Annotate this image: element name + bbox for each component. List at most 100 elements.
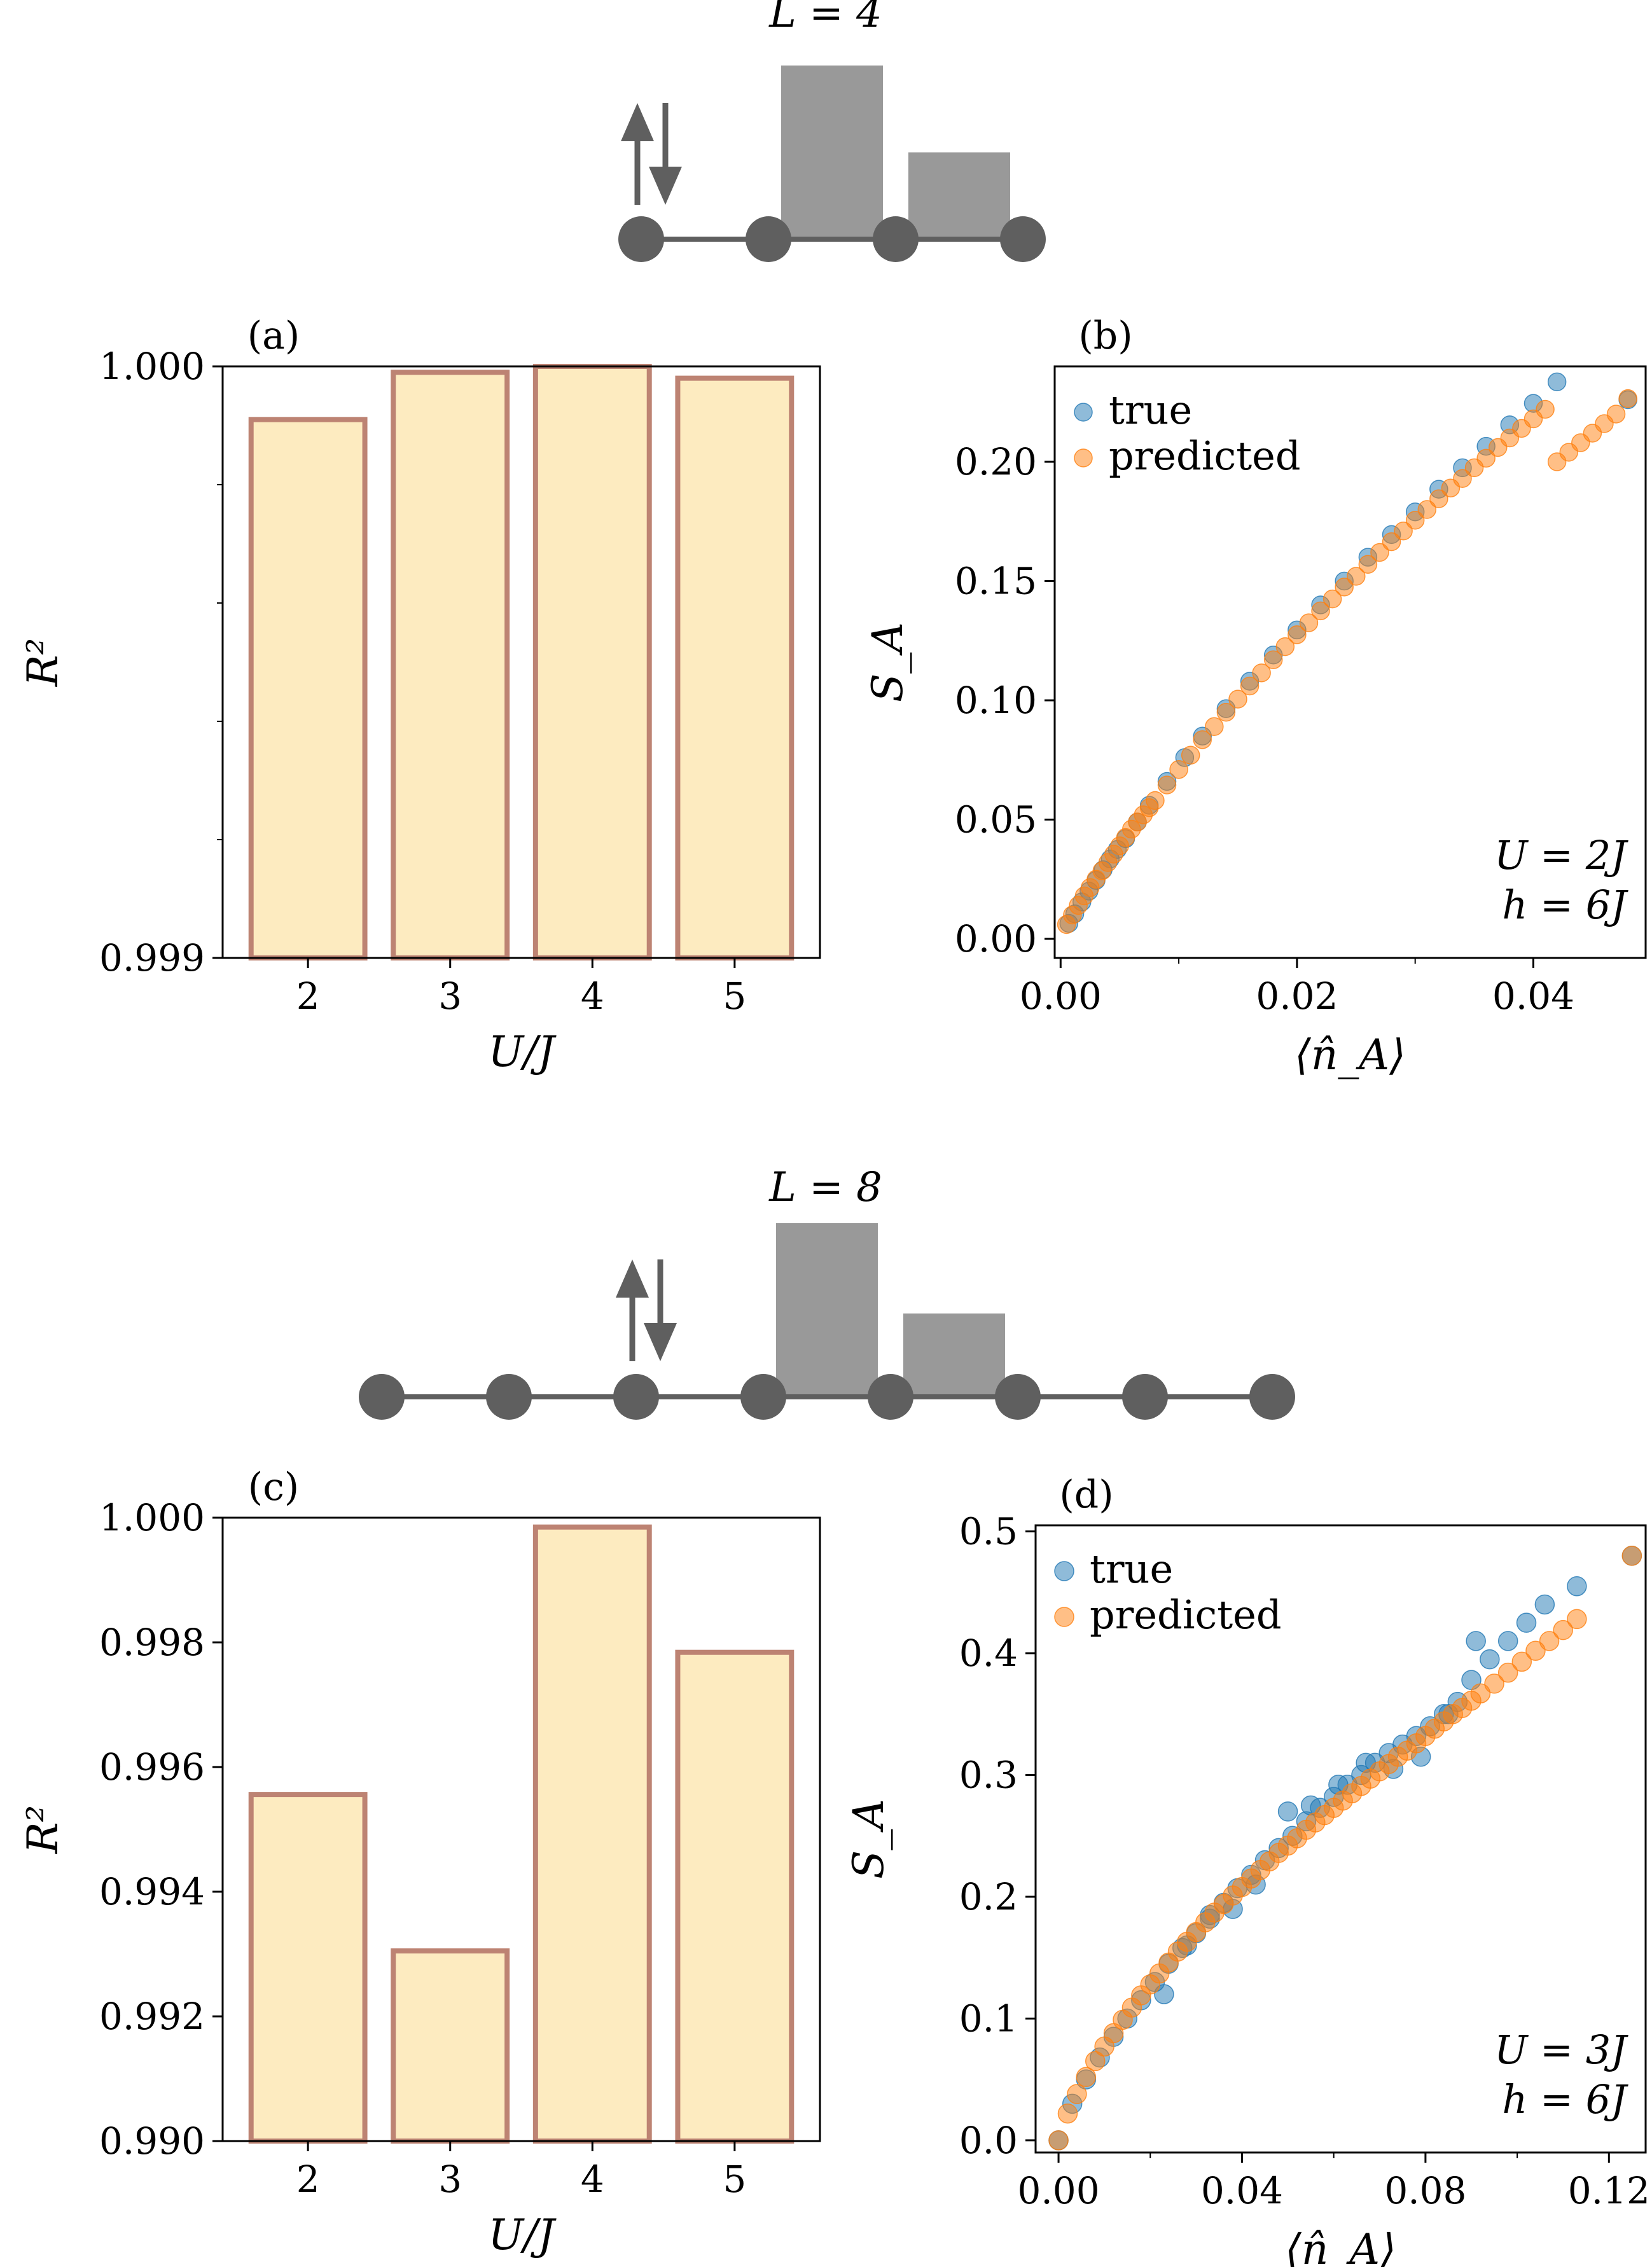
predicted-point — [1335, 578, 1354, 597]
lattice-site — [873, 216, 919, 262]
y-tick-label: 0.5 — [959, 1510, 1018, 1553]
panel-label: (a) — [247, 314, 300, 358]
predicted-point — [1048, 2130, 1069, 2151]
predicted-point — [1484, 1674, 1504, 1694]
predicted-point — [1205, 717, 1224, 736]
predicted-point — [1497, 1662, 1518, 1683]
predicted-point — [1470, 1683, 1491, 1703]
predicted-point — [1621, 1546, 1642, 1566]
annotation-line: U = 3J — [1494, 2027, 1628, 2073]
y-tick-label: 0.4 — [959, 1632, 1018, 1675]
predicted-point — [1394, 522, 1413, 541]
arrow-head — [649, 167, 682, 205]
lattice-site — [740, 1374, 786, 1420]
bar — [391, 370, 510, 960]
scatter-points — [1048, 1546, 1642, 2151]
legend-marker — [1074, 448, 1093, 468]
lattice-site — [1122, 1374, 1168, 1420]
y-tick-label: 0.999 — [99, 936, 205, 980]
bar — [248, 1792, 368, 2144]
schematic-l8: L = 8 — [359, 1164, 1295, 1420]
bar — [675, 375, 795, 960]
density-bar — [908, 152, 1010, 239]
predicted-point — [1476, 448, 1496, 468]
bar — [532, 1524, 652, 2144]
true-point — [1154, 1984, 1174, 2004]
density-bar — [776, 1223, 878, 1397]
true-point — [1480, 1649, 1500, 1670]
x-tick-label: 0.00 — [1020, 974, 1102, 1018]
x-tick-label: 4 — [581, 974, 604, 1018]
legend-marker — [1054, 1607, 1074, 1627]
predicted-point — [1263, 650, 1283, 669]
schematic-title: L = 4 — [768, 0, 882, 37]
true-point — [1534, 1594, 1555, 1615]
predicted-point — [1453, 469, 1472, 488]
arrow-head — [621, 103, 654, 141]
lattice-site — [746, 216, 791, 262]
bar — [532, 364, 652, 960]
predicted-point — [1511, 1651, 1532, 1672]
predicted-point — [1193, 730, 1212, 749]
predicted-point — [1288, 625, 1307, 644]
x-tick-label: 3 — [438, 974, 462, 1018]
lattice-site — [359, 1374, 405, 1420]
y-tick-label: 0.2 — [959, 1875, 1018, 1918]
true-point — [1547, 372, 1567, 392]
axes-frame — [221, 1516, 821, 2142]
legend-marker — [1074, 403, 1093, 422]
predicted-point — [1216, 703, 1236, 722]
x-tick-label: 4 — [581, 2158, 604, 2201]
lattice-site — [1000, 216, 1046, 262]
predicted-point — [1085, 2051, 1106, 2072]
x-tick-label: 2 — [296, 2158, 320, 2201]
predicted-point — [1553, 1619, 1573, 1640]
x-tick-label: 5 — [723, 2158, 746, 2201]
y-tick-label: 0.3 — [959, 1753, 1018, 1796]
y-tick-label: 0.0 — [959, 2119, 1018, 2162]
predicted-point — [1370, 543, 1389, 562]
y-tick-label: 0.992 — [99, 1995, 205, 2038]
arrow-head — [644, 1323, 677, 1361]
predicted-point — [1157, 775, 1177, 794]
y-tick-label: 1.000 — [99, 345, 205, 388]
predicted-point — [1067, 2084, 1087, 2104]
panel-label: (b) — [1078, 314, 1132, 358]
x-tick-label: 0.02 — [1256, 974, 1338, 1018]
scatter-points — [1057, 372, 1637, 934]
predicted-point — [1358, 555, 1378, 574]
x-tick-label: 0.12 — [1568, 2169, 1650, 2212]
spin-up-arrow-icon — [621, 103, 654, 205]
panel-label: (c) — [248, 1465, 299, 1509]
x-axis-label: U/J — [488, 2210, 557, 2259]
spin-down-arrow-icon — [649, 103, 682, 205]
lattice-site — [613, 1374, 659, 1420]
axes-frame — [1053, 365, 1647, 959]
lattice-site — [618, 216, 664, 262]
legend-label: predicted — [1109, 433, 1301, 479]
lattice-site — [1249, 1374, 1295, 1420]
density-bar — [781, 66, 883, 239]
spin-up-arrow-icon — [616, 1259, 649, 1361]
predicted-point — [1322, 589, 1342, 609]
y-tick-label: 0.990 — [99, 2119, 205, 2163]
panel-label: (d) — [1059, 1473, 1113, 1517]
predicted-point — [1299, 613, 1319, 632]
x-tick-label: 3 — [438, 2158, 462, 2201]
arrow-head — [616, 1259, 649, 1298]
y-tick-label: 0.20 — [955, 440, 1037, 483]
spin-down-arrow-icon — [644, 1259, 677, 1361]
legend-marker — [1054, 1561, 1074, 1581]
true-point — [1516, 1612, 1537, 1633]
predicted-point — [1525, 1640, 1546, 1661]
predicted-point — [1429, 489, 1448, 508]
x-axis-label: ⟨n̂_A⟩ — [1285, 2225, 1396, 2267]
predicted-point — [1181, 745, 1200, 765]
lattice-site — [868, 1374, 913, 1420]
true-point — [1277, 1801, 1298, 1822]
bar — [675, 1649, 795, 2144]
